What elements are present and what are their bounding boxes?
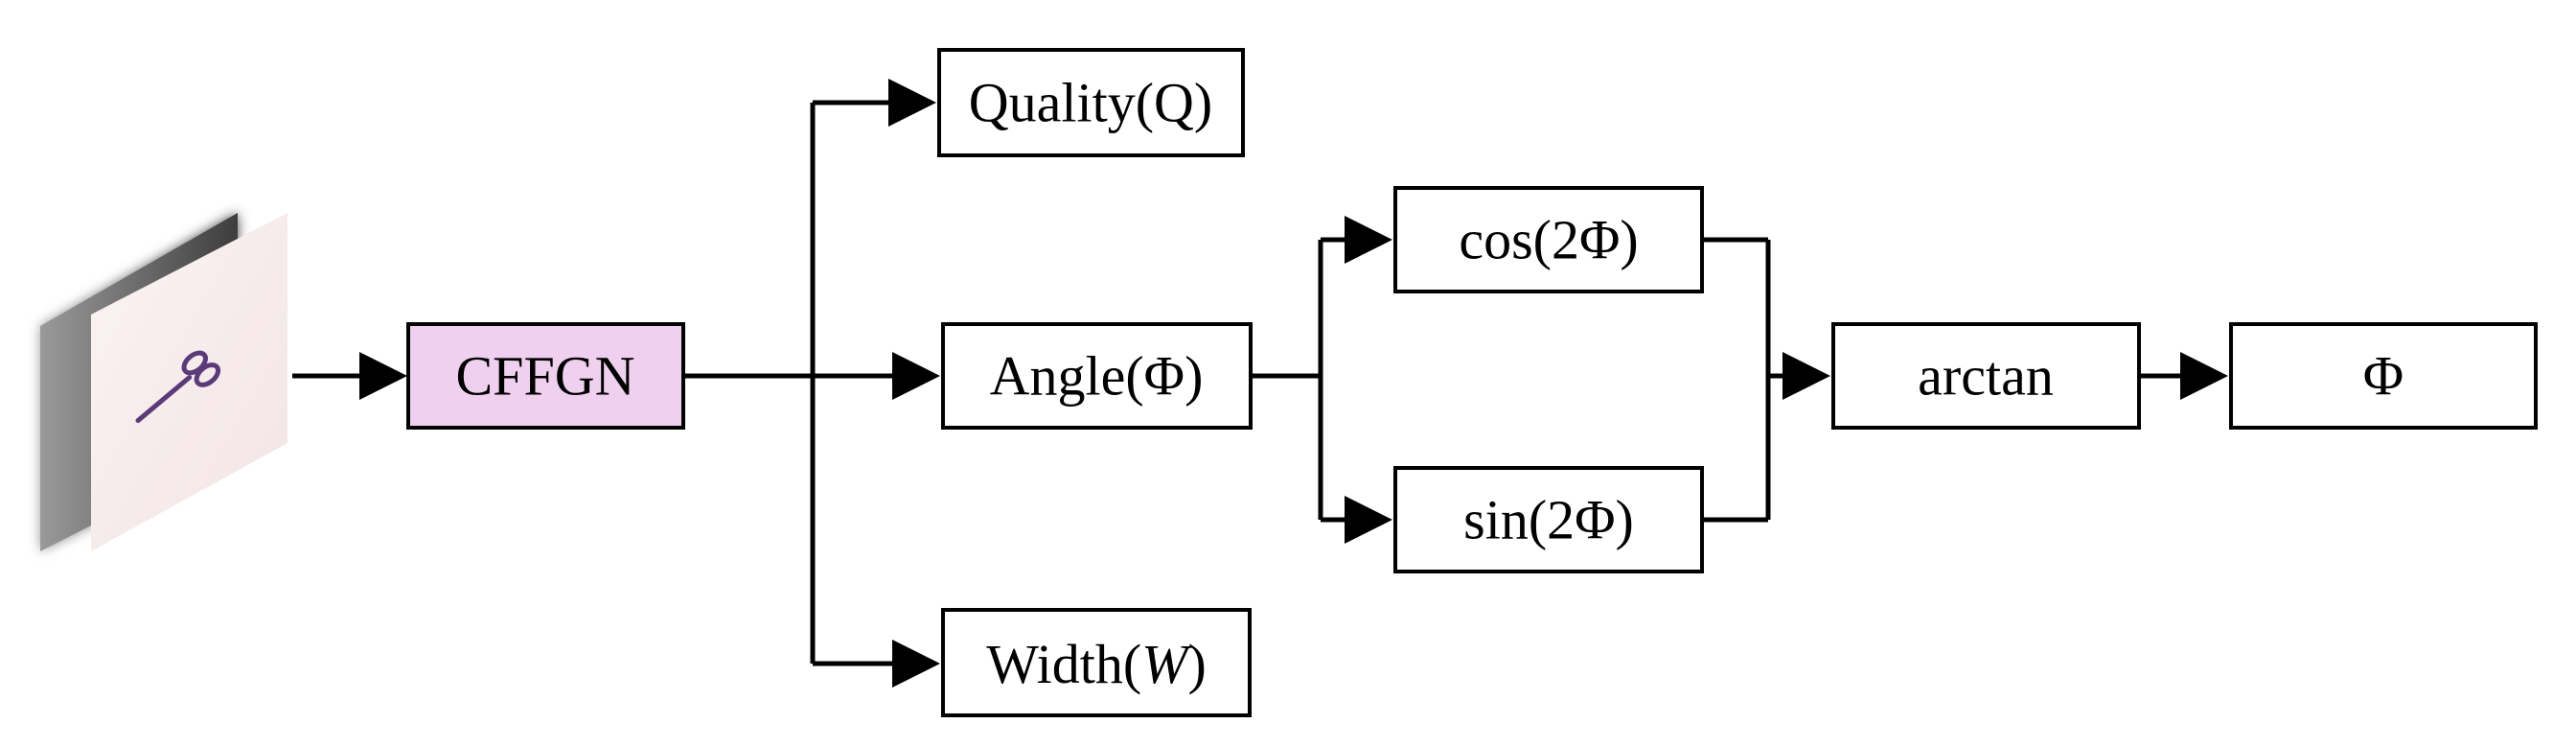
quality-box: [937, 48, 1245, 157]
phi-output-label: Φ: [2363, 345, 2404, 408]
width-label: Width(W): [986, 633, 1207, 695]
quality-node: Quality(Q): [937, 48, 1245, 157]
quality-label: Quality(Q): [969, 72, 1213, 134]
cffgn-box: [406, 322, 685, 430]
arctan-box: [1831, 322, 2141, 430]
angle-box: [941, 322, 1253, 430]
cffgn-node: CFFGN: [406, 322, 685, 430]
phi-output-box: [2229, 322, 2538, 430]
angle-node: Angle(Φ): [941, 322, 1253, 430]
cos-node: cos(2Φ): [1393, 186, 1704, 293]
cos-label: cos(2Φ): [1459, 209, 1638, 271]
width-box: [941, 608, 1252, 717]
input-image: [40, 213, 288, 551]
sin-box: [1393, 466, 1704, 573]
width-node: Width(W): [941, 608, 1252, 717]
connections: [292, 79, 2228, 688]
scissors-icon: [135, 350, 221, 424]
width-label-prefix: Width(: [986, 633, 1141, 695]
cos-box: [1393, 186, 1704, 293]
phi-output-node: Φ: [2229, 322, 2538, 430]
angle-label: Angle(Φ): [990, 345, 1204, 408]
arctan-label: arctan: [1918, 345, 2054, 408]
width-label-var: W: [1141, 633, 1192, 695]
arctan-node: arctan: [1831, 322, 2141, 430]
sin-node: sin(2Φ): [1393, 466, 1704, 573]
width-label-suffix: ): [1187, 633, 1206, 695]
image-front-layer: [91, 213, 288, 551]
cffgn-label: CFFGN: [456, 345, 635, 408]
sin-label: sin(2Φ): [1463, 489, 1634, 551]
